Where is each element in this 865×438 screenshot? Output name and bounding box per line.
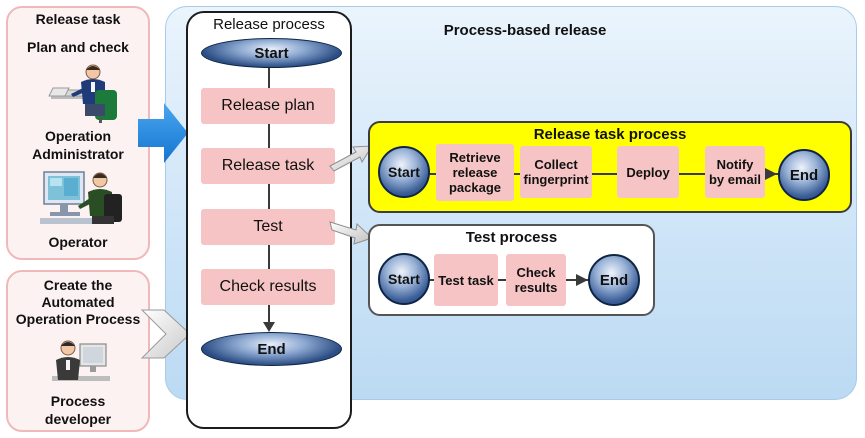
release-process-end[interactable]: End — [201, 332, 342, 366]
release-plan-step[interactable]: Release plan — [201, 88, 335, 124]
release-process-connector — [268, 68, 270, 330]
release-task-process-start[interactable]: Start — [378, 146, 430, 198]
blue-arrow-icon — [138, 103, 188, 163]
release-task-process-end[interactable]: End — [778, 149, 830, 201]
arrow-head-right-icon — [765, 168, 777, 180]
release-task-step[interactable]: Release task — [201, 148, 335, 184]
test-arrow-head-right-icon — [576, 274, 588, 286]
plan-and-check-label: Plan and check — [27, 39, 129, 55]
release-task-panel: Release task Plan and check Operation Ad… — [6, 6, 150, 260]
test-process-connector — [420, 279, 588, 281]
release-task-connector — [420, 173, 780, 175]
collect-fingerprint-step[interactable]: Collect fingerprint — [520, 146, 592, 198]
process-based-release-title: Process-based release — [443, 22, 607, 39]
check-results-task-step[interactable]: Check results — [506, 254, 566, 306]
operation-administrator-label: Operation Administrator — [32, 128, 124, 162]
test-process-title: Test process — [465, 229, 558, 246]
process-developer-label: Process developer — [44, 393, 112, 427]
operator-figure-icon — [40, 171, 122, 224]
test-process-start[interactable]: Start — [378, 253, 430, 305]
check-results-step[interactable]: Check results — [201, 269, 335, 305]
retrieve-release-package-step[interactable]: Retrieve release package — [436, 144, 514, 201]
deploy-step[interactable]: Deploy — [617, 146, 679, 198]
notify-by-email-step[interactable]: Notify by email — [705, 146, 765, 198]
arrow-to-test-process-icon — [329, 221, 373, 245]
release-process-start[interactable]: Start — [201, 38, 342, 68]
create-process-title: Create the Automated Operation Process — [15, 277, 141, 327]
grey-chevron-arrow-icon — [140, 309, 191, 359]
operator-label: Operator — [48, 234, 108, 250]
arrow-head-down-icon — [263, 322, 275, 332]
test-step[interactable]: Test — [201, 209, 335, 245]
release-task-process-title: Release task process — [533, 126, 687, 143]
release-process-title: Release process — [213, 16, 325, 33]
administrator-figure-icon — [48, 64, 117, 123]
test-task-step[interactable]: Test task — [434, 254, 498, 306]
arrow-to-release-task-process-icon — [329, 145, 373, 172]
release-task-title: Release task — [35, 11, 121, 27]
process-developer-figure-icon — [52, 340, 110, 381]
developer-panel: Create the Automated Operation Process P… — [6, 270, 150, 432]
test-process-end[interactable]: End — [588, 254, 640, 306]
